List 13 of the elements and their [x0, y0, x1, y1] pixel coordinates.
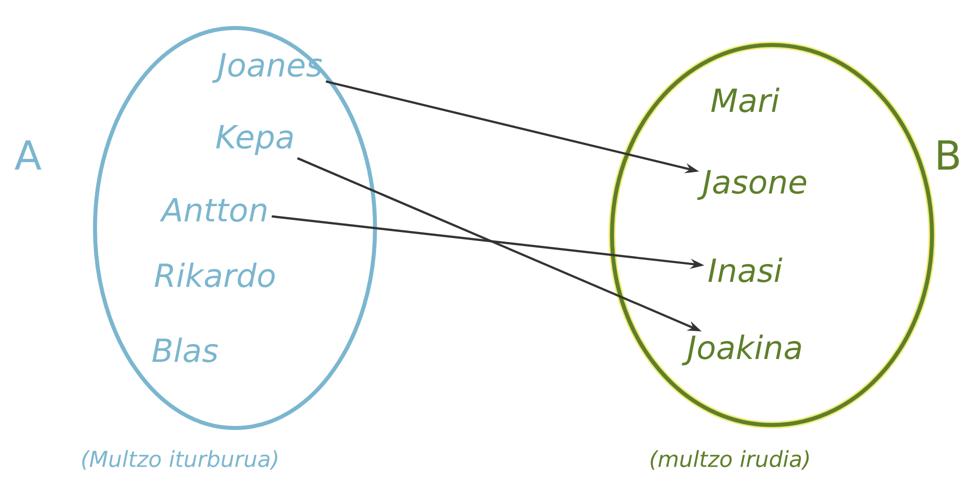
element-label: Jasone	[697, 170, 806, 200]
element-label: Rikardo	[154, 262, 275, 288]
element-label: Antton	[160, 198, 266, 222]
element-label: Kepa	[216, 125, 293, 155]
element-label: Joakina	[682, 334, 801, 366]
element-label: Joanes	[212, 53, 322, 83]
set-caption: (Multzo iturburua)	[82, 450, 278, 470]
set-caption: (multzo irudia)	[650, 450, 809, 470]
element-label: Inasi	[708, 258, 782, 282]
set-label: A	[14, 140, 42, 170]
set-label: B	[938, 140, 959, 170]
element-label: Blas	[152, 338, 218, 362]
element-label: Mari	[711, 88, 780, 112]
